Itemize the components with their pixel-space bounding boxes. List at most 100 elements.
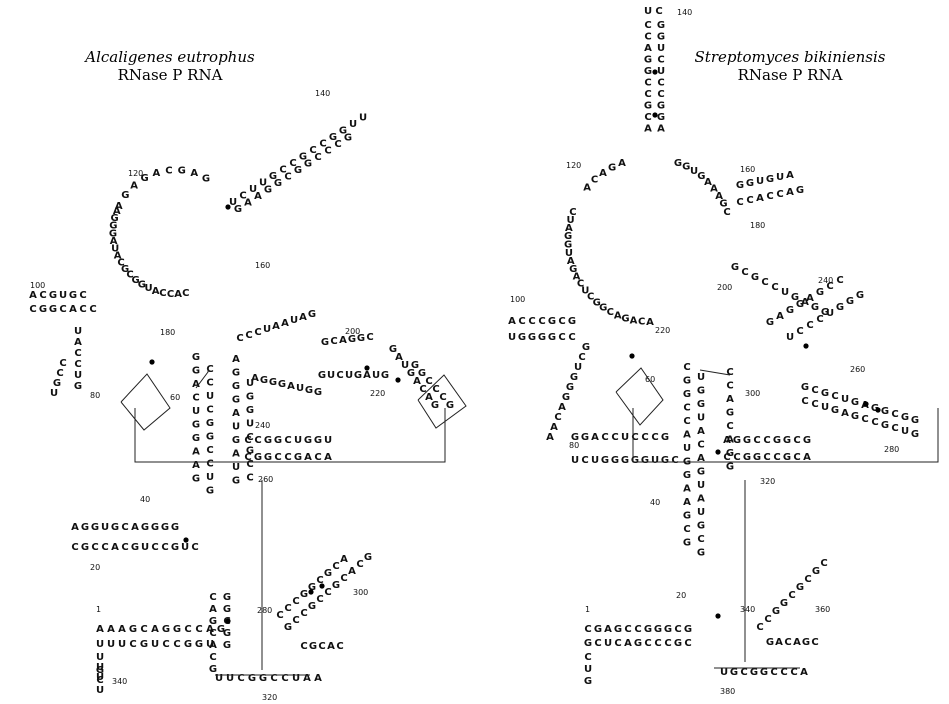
nucleotide: C [79,290,86,301]
nucleotide: G [269,171,277,182]
nucleotide: G [682,161,690,172]
nucleotide: G [743,452,751,463]
gu-pair-dot [875,407,881,413]
nucleotide: A [614,310,622,321]
nucleotide: A [281,318,289,329]
nucleotide: G [171,522,179,533]
nucleotide: C [300,641,307,652]
nucleotide: C [29,304,36,315]
nucleotide: C [811,637,818,648]
nucleotide: A [209,640,217,651]
nucleotide: G [760,667,768,678]
nucleotide: C [162,639,169,650]
nucleotide: G [329,132,337,143]
nucleotide: A [657,124,665,135]
nucleotide: G [683,538,691,549]
nucleotide: C [641,432,648,443]
nucleotide: A [801,297,809,308]
nucleotide: G [308,309,316,320]
nucleotide: G [206,418,214,429]
nucleotide: C [683,416,690,427]
nucleotide: U [756,176,764,187]
nucleotide: C [811,399,818,410]
position-number: 340 [740,605,755,614]
nucleotide: G [584,676,592,687]
nucleotide: G [697,548,705,559]
nucleotide: C [336,370,343,381]
nucleotide: A [508,316,516,327]
nucleotide: G [802,637,810,648]
nucleotide: U [697,480,705,491]
nucleotide: A [314,673,322,684]
position-number: 240 [255,421,270,430]
nucleotide: G [304,435,312,446]
nucleotide: G [206,486,214,497]
nucleotide: G [171,542,179,553]
nucleotide: A [558,402,566,413]
nucleotide: G [278,379,286,390]
nucleotide: C [657,89,664,100]
nucleotide: G [783,452,791,463]
nucleotide: U [508,332,516,343]
nucleotide: A [800,667,808,678]
nucleotide: G [294,452,302,463]
nucleotide: G [39,304,47,315]
nucleotide: G [772,606,780,617]
gu-pair-dot [149,359,155,365]
nucleotide: A [565,223,573,234]
nucleotide: A [683,484,691,495]
nucleotide: C [91,542,98,553]
position-number: 40 [140,495,150,504]
nucleotide: C [861,414,868,425]
nucleotide: U [720,667,728,678]
nucleotide: C [330,336,337,347]
nucleotide: G [232,368,240,379]
pseudoknot-line [134,408,446,463]
nucleotide: G [736,180,744,191]
nucleotide: C [806,320,813,331]
nucleotide: G [831,405,839,416]
nucleotide: C [209,652,216,663]
nucleotide: A [206,624,214,635]
nucleotide: A [395,352,403,363]
gu-pair-dot [319,583,325,589]
nucleotide: U [296,383,304,394]
nucleotide: G [332,580,340,591]
position-number: 300 [745,389,760,398]
nucleotide: G [594,624,602,635]
nucleotide: G [766,174,774,185]
nucleotide: G [162,624,170,635]
nucleotide: G [364,552,372,563]
nucleotide: U [246,419,254,430]
gu-pair-dot [225,618,231,624]
nucleotide: C [39,290,46,301]
pseudoknot-box [120,373,171,431]
position-number: 160 [255,261,270,270]
nucleotide: A [363,370,371,381]
position-number: 240 [818,276,833,285]
position-number: 100 [510,295,525,304]
nucleotide: G [294,165,302,176]
nucleotide: A [96,624,104,635]
nucleotide: C [192,393,199,404]
nucleotide: U [776,172,784,183]
nucleotide: C [528,316,535,327]
nucleotide: G [151,522,159,533]
nucleotide: U [781,287,789,298]
nucleotide: G [821,388,829,399]
nucleotide: G [69,290,77,301]
pseudoknot-line [632,408,939,463]
nucleotide: G [49,290,57,301]
nucleotide: G [309,641,317,652]
nucleotide: A [232,408,240,419]
nucleotide: G [259,673,267,684]
nucleotide: C [284,435,291,446]
nucleotide: A [190,168,198,179]
nucleotide: G [192,420,200,431]
nucleotide: A [618,158,626,169]
nucleotide: G [223,604,231,615]
nucleotide: U [232,462,240,473]
nucleotide: U [349,119,357,130]
nucleotide: C [439,392,446,403]
nucleotide: C [292,615,299,626]
